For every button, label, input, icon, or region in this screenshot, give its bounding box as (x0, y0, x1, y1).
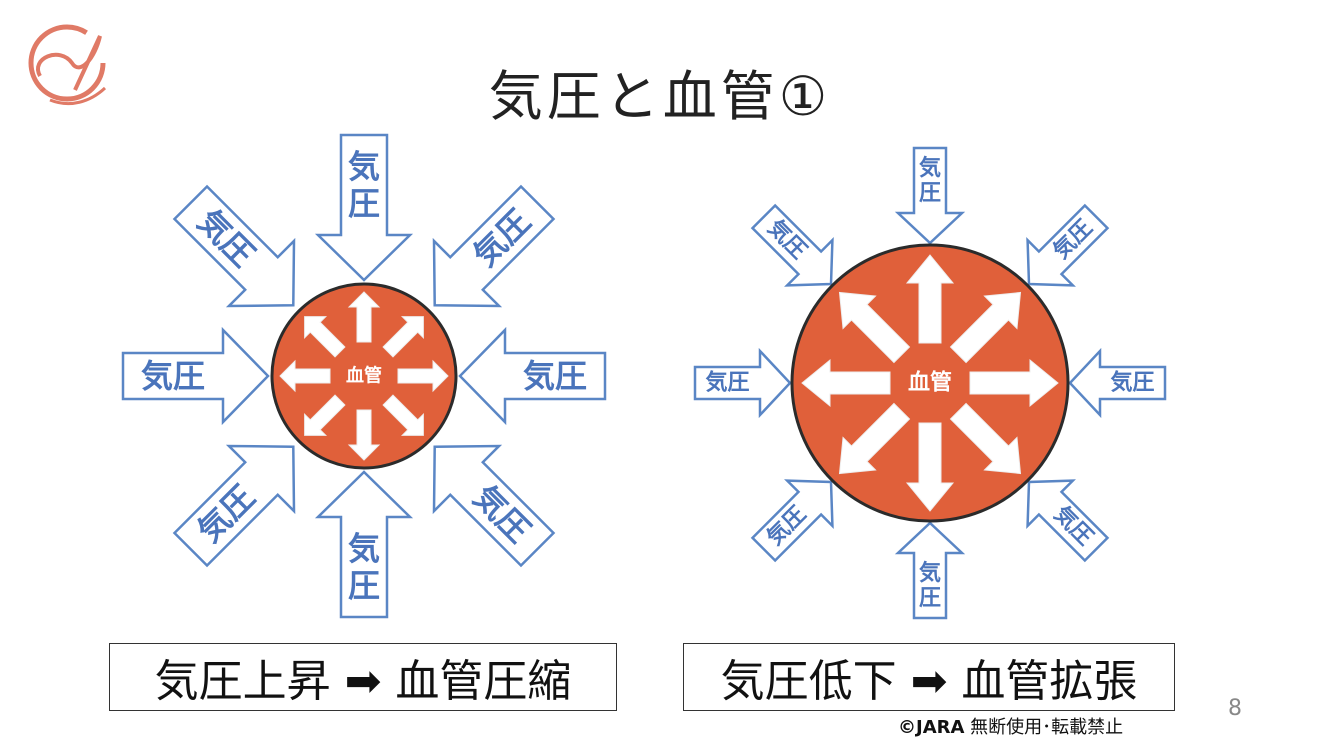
copyright-notice: ©JARA 無断使用･転載禁止 (898, 713, 1123, 739)
left-pressure-arrow (432, 184, 556, 308)
right-pressure-arrow (1068, 347, 1167, 419)
left-pressure-arrow (172, 184, 296, 308)
left-expansion-arrow (382, 394, 424, 436)
arrow-shape (458, 326, 607, 426)
right-pressure-arrow (750, 203, 834, 287)
arrow-label: 気圧 (1110, 370, 1154, 396)
arrow-shape (1026, 479, 1110, 563)
left-pressure-arrow (314, 133, 414, 282)
left-expansion-arrow (382, 316, 424, 358)
right-expansion-arrow (905, 422, 955, 512)
right-expansion-arrow (969, 358, 1059, 408)
arrow-shape (432, 444, 556, 568)
arrow-label: 気圧 (705, 370, 749, 396)
arrow-label: 気圧 (141, 357, 205, 395)
left-pressure-arrow (121, 326, 270, 426)
arrow-label: 気圧 (348, 148, 380, 223)
right-pressure-arrow (1026, 203, 1110, 287)
left-expansion-arrow (397, 359, 449, 393)
left-expansion-arrow (347, 291, 381, 343)
arrow-shape (432, 184, 556, 308)
arrow-shape (172, 184, 296, 308)
left-expansion-arrow (347, 409, 381, 461)
arrow-label: 気圧 (348, 530, 380, 605)
right-pressure-arrow (750, 479, 834, 563)
right-expansion-arrow (949, 402, 1022, 475)
slide-title: 気圧と血管① (488, 65, 832, 128)
arrow-label: 気圧 (919, 154, 941, 205)
left-pressure-arrow (172, 444, 296, 568)
caption-pressure-drop: 気圧低下 ➡ 血管拡張 (683, 643, 1175, 711)
left-pressure-arrow (458, 326, 607, 426)
arrow-shape (894, 521, 966, 620)
right-expansion-arrow (838, 402, 911, 475)
left-vessel-label: 血管 (346, 365, 382, 387)
arrow-shape (894, 146, 966, 245)
arrow-shape (693, 347, 792, 419)
logo (28, 24, 107, 105)
right-expansion-arrow (838, 291, 911, 364)
left-expansion-arrow (279, 359, 331, 393)
right-vessel-label: 血管 (908, 370, 952, 396)
page-number: 8 (1228, 696, 1242, 721)
left-expansion-arrow (304, 394, 346, 436)
left-pressure-arrow (432, 444, 556, 568)
right-pressure-arrow (1026, 479, 1110, 563)
arrow-label: 気圧 (523, 357, 587, 395)
right-expansion-arrow (905, 254, 955, 344)
arrow-shape (750, 203, 834, 287)
arrow-shape (314, 470, 414, 619)
copyright-text: 無断使用･転載禁止 (964, 717, 1124, 738)
left-expansion-arrow (304, 316, 346, 358)
caption-pressure-rise: 気圧上昇 ➡ 血管圧縮 (109, 643, 617, 711)
arrow-shape (750, 479, 834, 563)
arrow-label: 気圧 (919, 559, 941, 610)
right-pressure-arrow (894, 146, 966, 245)
left-pressure-arrow (314, 470, 414, 619)
right-pressure-arrow (693, 347, 792, 419)
right-pressure-arrow (894, 521, 966, 620)
arrow-shape (1026, 203, 1110, 287)
copyright-mark: ©JARA (898, 717, 965, 738)
arrow-shape (314, 133, 414, 282)
arrow-shape (172, 444, 296, 568)
arrow-shape (121, 326, 270, 426)
right-expansion-arrow (801, 358, 891, 408)
right-expansion-arrow (949, 291, 1022, 364)
arrow-shape (1068, 347, 1167, 419)
